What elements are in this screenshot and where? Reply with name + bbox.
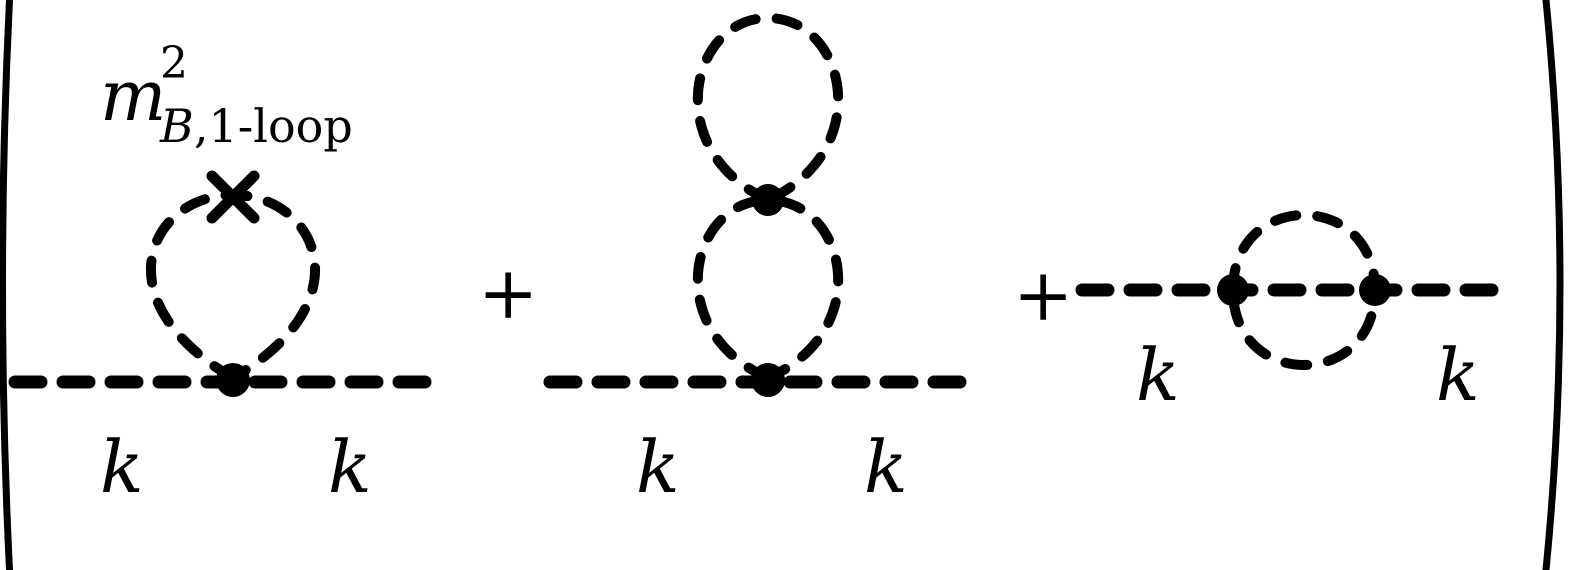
diagram-mass-insertion-tadpole: m 2 B,1-loop k k	[8, 38, 437, 509]
right-parenthesis	[1542, 0, 1564, 570]
momentum-label-left: k	[636, 425, 680, 509]
plus-sign: +	[478, 251, 538, 335]
mass-insertion-label: m	[100, 55, 166, 137]
vertex-dot-lower	[751, 363, 785, 397]
diagram-sunset: k k	[1075, 210, 1512, 417]
lower-tadpole-loop	[692, 194, 844, 383]
momentum-label-right: k	[1436, 333, 1480, 417]
vertex-dot-left	[1217, 274, 1249, 306]
momentum-label-left: k	[100, 425, 144, 509]
momentum-label-left: k	[1136, 333, 1180, 417]
plus-sign: +	[1013, 253, 1073, 337]
diagram-double-tadpole: k k	[543, 12, 972, 509]
tadpole-loop	[146, 189, 320, 383]
left-parenthesis	[0, 0, 14, 570]
vertex-dot-right	[1359, 274, 1391, 306]
mass-insertion-superscript: 2	[160, 38, 188, 89]
upper-tadpole-loop	[692, 12, 844, 205]
vertex-dot-upper	[752, 184, 784, 216]
vertex-dot	[216, 363, 250, 397]
momentum-label-right: k	[864, 425, 908, 509]
mass-insertion-cross-icon	[206, 170, 260, 224]
momentum-label-right: k	[328, 425, 372, 509]
mass-insertion-subscript: B,1-loop	[159, 99, 353, 153]
